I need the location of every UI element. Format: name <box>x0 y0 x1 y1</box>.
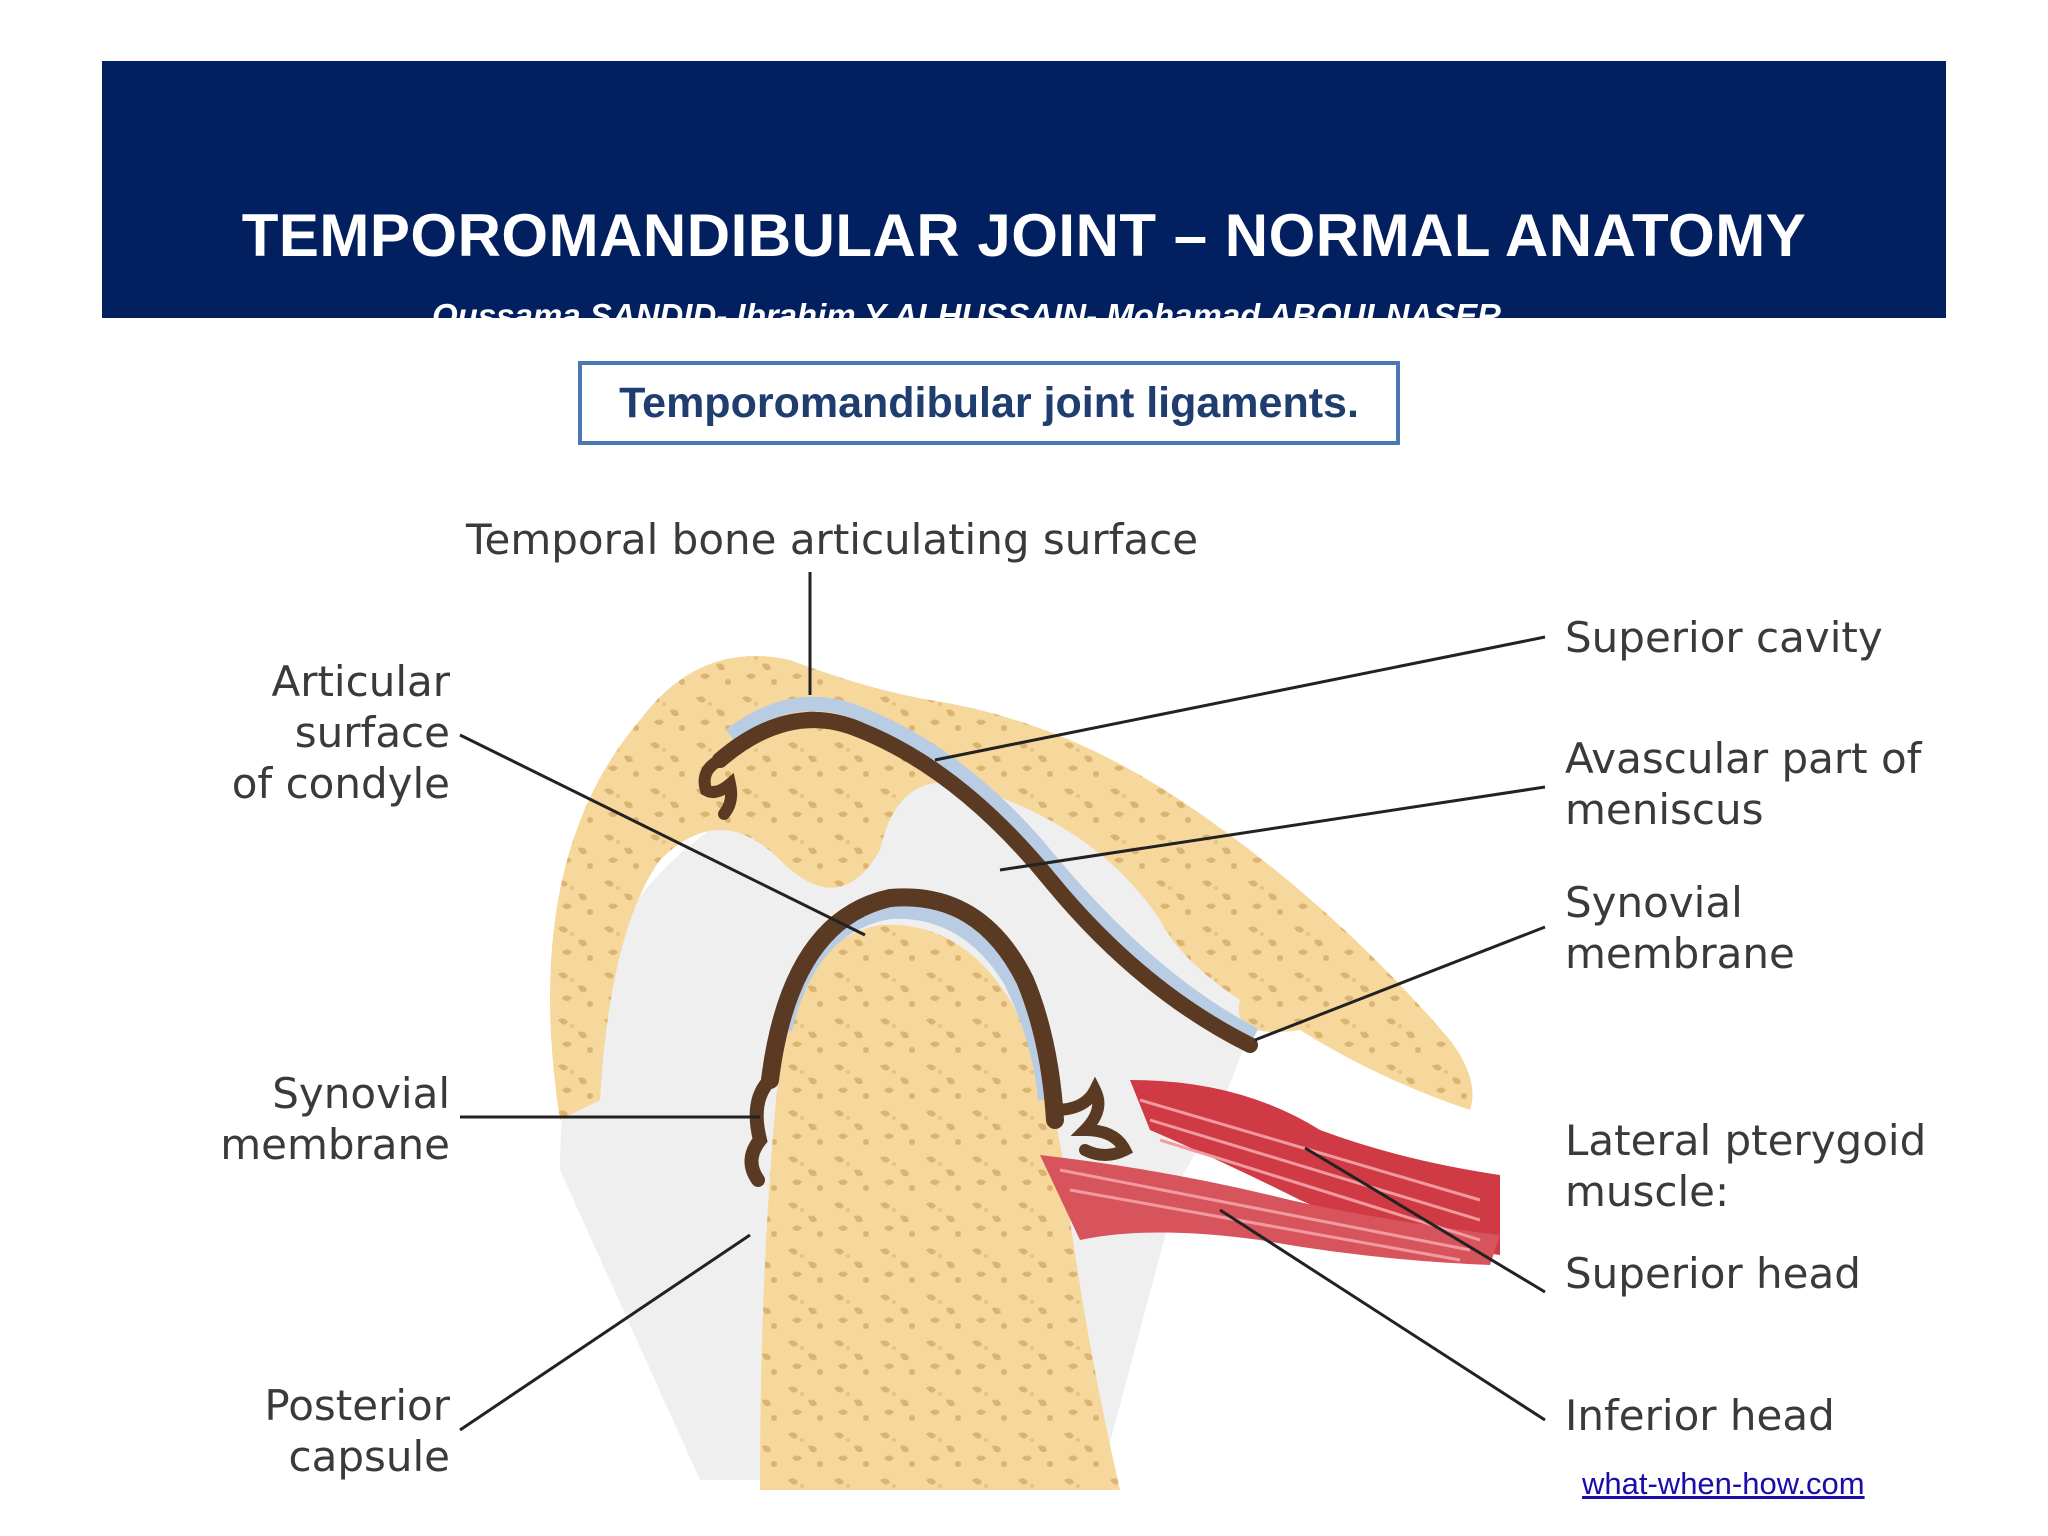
label-inferior-head: Inferior head <box>1565 1391 1835 1440</box>
label-synovial-membrane-left: Synovial membrane <box>220 1069 450 1169</box>
mandibular-condyle <box>760 924 1120 1490</box>
temporal-synovium <box>712 712 1258 1053</box>
condyle-synovium <box>761 888 1064 1129</box>
temporal-bone <box>550 656 1473 1120</box>
label-posterior-capsule: Posterior capsule <box>264 1381 450 1481</box>
label-superior-head: Superior head <box>1565 1249 1861 1298</box>
page-title: TEMPOROMANDIBULAR JOINT – NORMAL ANATOMY <box>241 202 1807 269</box>
authors-line: Oussama SANDID- Ibrahim Y ALHUSSAIN- Moh… <box>432 297 1501 334</box>
label-avascular-meniscus: Avascular part of meniscus <box>1565 734 1922 834</box>
header-banner: TEMPOROMANDIBULAR JOINT – NORMAL ANATOMY… <box>102 61 1946 334</box>
label-synovial-membrane-right: Synovial membrane <box>1565 878 1795 978</box>
label-lateral-pterygoid: Lateral pterygoid muscle: <box>1565 1116 1927 1216</box>
temporal-cartilage <box>725 696 1259 1042</box>
source-credit-link[interactable]: what-when-how.com <box>1582 1466 1865 1501</box>
label-superior-cavity: Superior cavity <box>1565 613 1883 662</box>
figure-caption: Temporomandibular joint ligaments. <box>619 378 1359 427</box>
label-temporal-bone-surface: Temporal bone articulating surface <box>466 515 1199 564</box>
figure-caption-box: Temporomandibular joint ligaments. <box>578 361 1400 445</box>
label-articular-surface-condyle: Articular surface of condyle <box>231 657 450 808</box>
